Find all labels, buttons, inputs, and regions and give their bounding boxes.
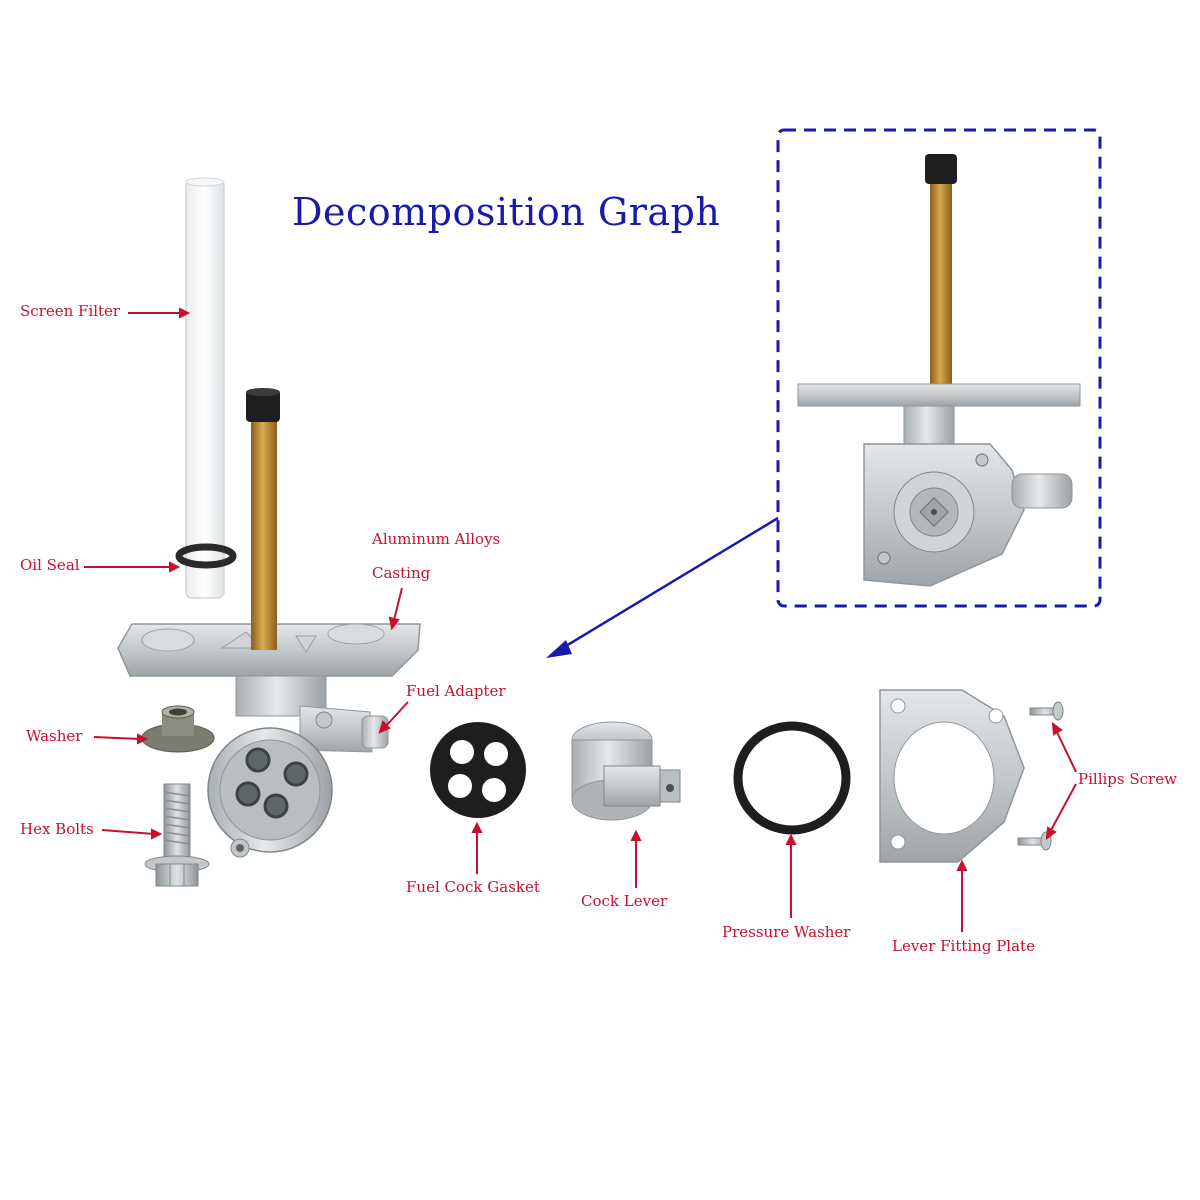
leader-pillips-screw <box>1045 721 1077 841</box>
leader-washer <box>93 733 149 745</box>
label-hex-bolts: Hex Bolts <box>20 820 94 838</box>
valve-body-part <box>207 675 389 858</box>
screen-filter-part <box>185 177 225 599</box>
cock-lever-part <box>571 721 681 821</box>
diagram-title: Decomposition Graph <box>292 190 721 234</box>
label-cock-lever: Cock Lever <box>581 892 668 910</box>
fuel-cock-gasket-part <box>430 722 526 818</box>
washer-part <box>141 705 215 753</box>
leader-pressure-washer <box>785 833 797 918</box>
leader-hex-bolts <box>101 828 163 840</box>
pressure-washer-part <box>733 721 851 835</box>
hex-bolt-part <box>144 783 210 887</box>
leader-oil-seal <box>84 561 181 573</box>
phillips-screw-upper-part <box>1029 701 1064 721</box>
label-casting: Casting <box>372 564 431 582</box>
label-lever-fitting-plate: Lever Fitting Plate <box>892 937 1035 955</box>
leader-fuel-cock-gasket <box>471 821 483 874</box>
label-pillips-screw: Pillips Screw <box>1078 770 1177 788</box>
mounting-plate-part <box>117 623 421 677</box>
leader-fuel-adapter <box>378 701 409 734</box>
label-pressure-washer: Pressure Washer <box>722 923 851 941</box>
assembled-view-inset <box>776 128 1102 608</box>
leader-cock-lever <box>630 829 642 888</box>
leader-casting <box>388 587 403 631</box>
leader-screen-filter <box>128 307 191 319</box>
label-oil-seal: Oil Seal <box>20 556 80 574</box>
label-fuel-cock-gasket: Fuel Cock Gasket <box>406 878 540 896</box>
brass-pipe-part <box>246 388 280 650</box>
label-aluminum-alloys: Aluminum Alloys <box>372 530 501 548</box>
leader-lever-fitting-plate <box>956 859 968 932</box>
lever-fitting-plate-part <box>879 689 1025 863</box>
inset-pointer-arrow <box>546 516 779 658</box>
label-fuel-adapter: Fuel Adapter <box>406 682 506 700</box>
phillips-screw-lower-part <box>1017 831 1052 851</box>
label-screen-filter: Screen Filter <box>20 302 121 320</box>
label-washer: Washer <box>26 727 83 745</box>
oil-seal-part <box>175 543 237 569</box>
